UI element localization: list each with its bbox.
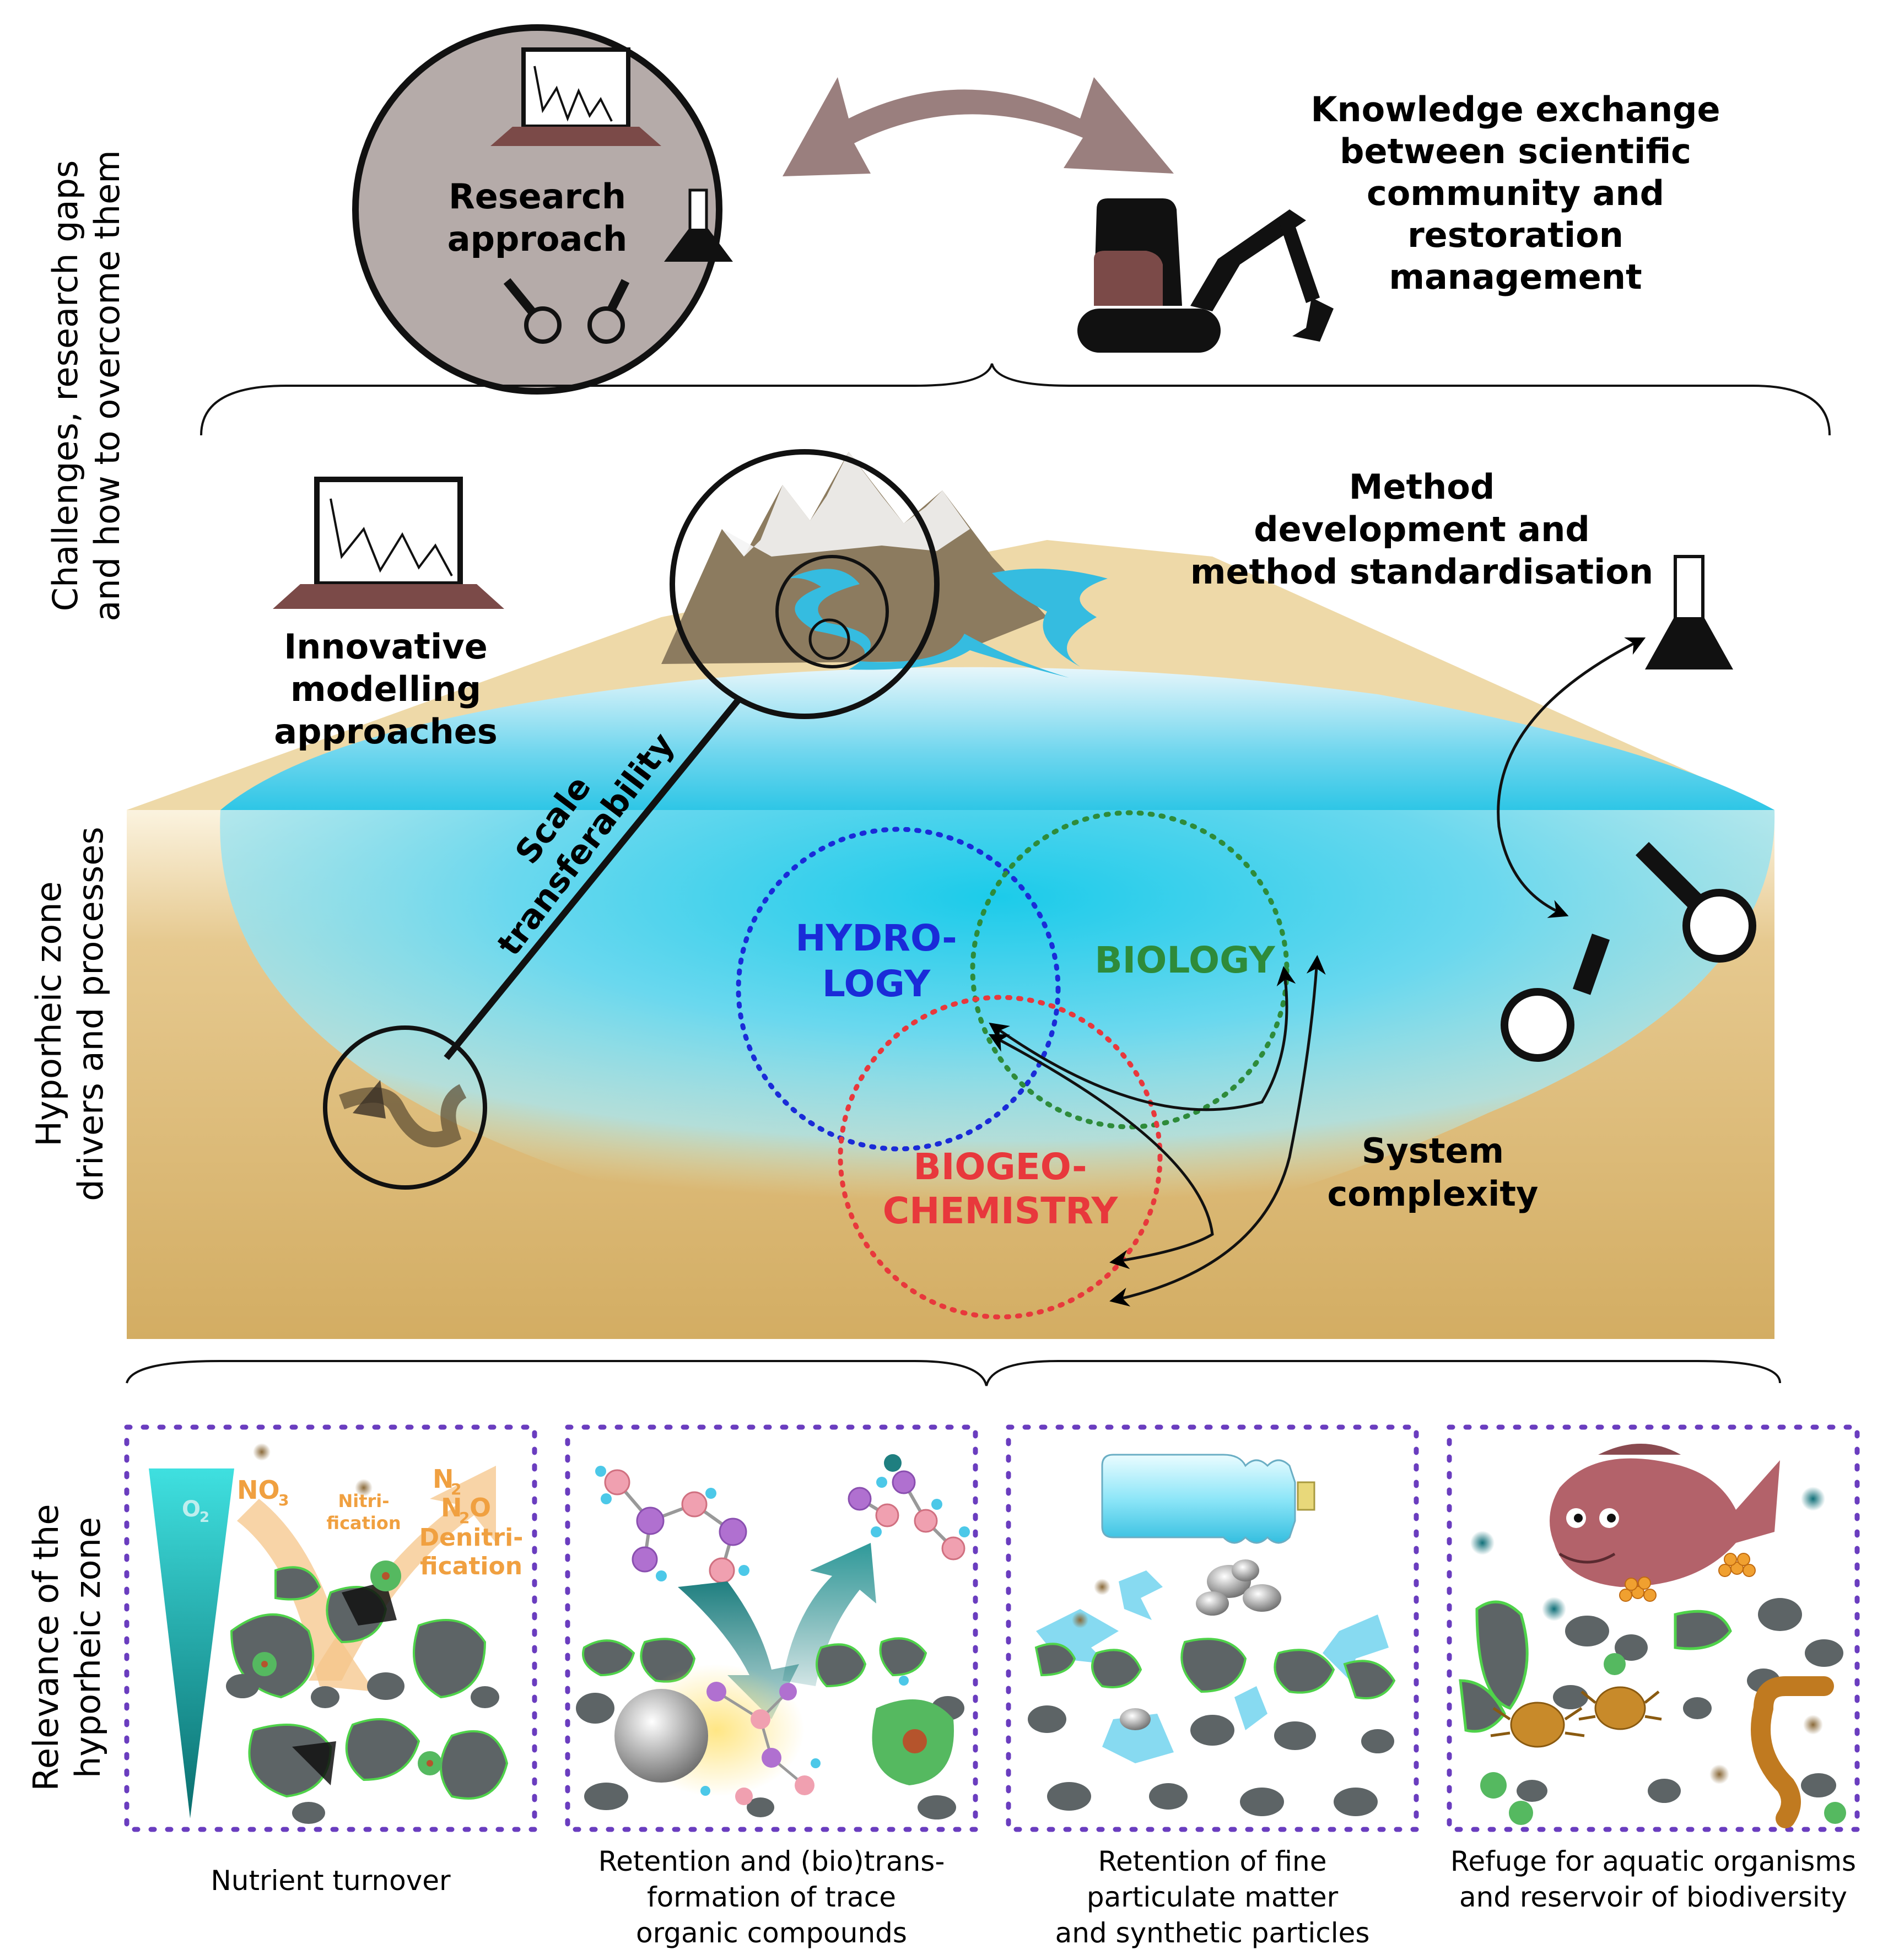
svg-text:N: N xyxy=(441,1493,462,1522)
svg-text:organic compounds: organic compounds xyxy=(636,1917,907,1949)
svg-text:method standardisation: method standardisation xyxy=(1190,552,1653,592)
caption-particulate-matter: Retention of fine particulate matter and… xyxy=(1055,1845,1370,1949)
caption-nutrient-turnover: Nutrient turnover xyxy=(211,1865,451,1897)
svg-text:2: 2 xyxy=(199,1509,209,1526)
exchange-double-arrow xyxy=(783,77,1174,176)
side-label-challenges: Challenges, research gaps and how to ove… xyxy=(45,150,127,621)
svg-text:development and: development and xyxy=(1254,509,1590,549)
svg-text:restoration: restoration xyxy=(1407,215,1623,255)
svg-text:LOGY: LOGY xyxy=(822,963,931,1005)
svg-text:NO: NO xyxy=(237,1475,280,1505)
caption-refuge: Refuge for aquatic organisms and reservo… xyxy=(1450,1845,1856,1913)
svg-text:Nutrient turnover: Nutrient turnover xyxy=(211,1865,451,1897)
svg-text:Nitri-: Nitri- xyxy=(338,1491,389,1511)
magnifier-icon xyxy=(587,279,630,344)
knowledge-exchange-label: Knowledge exchange between scientific co… xyxy=(1310,89,1720,297)
research-label-line2: approach xyxy=(447,219,628,259)
svg-text:BIOGEO-: BIOGEO- xyxy=(914,1146,1087,1188)
svg-text:modelling: modelling xyxy=(290,669,481,709)
svg-text:CHEMISTRY: CHEMISTRY xyxy=(883,1190,1119,1232)
landscape-block xyxy=(127,452,1775,1339)
svg-text:N: N xyxy=(433,1464,454,1494)
scale-line xyxy=(444,698,741,1060)
crab-icon xyxy=(1490,1702,1585,1748)
svg-text:particulate matter: particulate matter xyxy=(1087,1881,1339,1913)
system-complexity-label: System complexity xyxy=(1328,1131,1539,1214)
research-approach-circle: Research approach xyxy=(352,24,733,395)
method-label: Method development and method standardis… xyxy=(1190,467,1653,592)
magnifier-icon xyxy=(503,278,562,344)
svg-text:Challenges, research gaps: Challenges, research gaps xyxy=(45,160,85,612)
panel-refuge xyxy=(1447,1424,1860,1832)
curly-brace-bottom xyxy=(126,1360,1781,1386)
svg-text:hyporheic zone: hyporheic zone xyxy=(68,1517,108,1778)
svg-text:complexity: complexity xyxy=(1328,1174,1539,1214)
svg-text:System: System xyxy=(1362,1131,1504,1171)
svg-text:fication: fication xyxy=(326,1513,401,1534)
biology-label: BIOLOGY xyxy=(1094,939,1276,981)
svg-text:Retention and (bio)trans-: Retention and (bio)trans- xyxy=(598,1845,945,1877)
panel-nutrient-turnover: O 2 NO 3 xyxy=(124,1424,537,1832)
zoom-circle-landscape xyxy=(670,449,940,719)
svg-text:and reservoir of biodiversity: and reservoir of biodiversity xyxy=(1459,1881,1847,1913)
svg-text:2: 2 xyxy=(451,1480,461,1498)
svg-text:HYDRO-: HYDRO- xyxy=(795,917,957,959)
svg-text:and how to overcome them: and how to overcome them xyxy=(87,150,127,621)
laptop-icon xyxy=(273,477,504,609)
svg-text:approaches: approaches xyxy=(274,711,497,752)
svg-text:Knowledge exchange: Knowledge exchange xyxy=(1310,89,1720,129)
modelling-label: Innovative modelling approaches xyxy=(274,627,497,752)
side-label-relevance: Relevance of the hyporheic zone xyxy=(26,1504,108,1791)
research-label-line1: Research xyxy=(449,176,626,217)
svg-text:between scientific: between scientific xyxy=(1340,131,1691,171)
flask-icon xyxy=(664,188,733,262)
side-label-drivers: Hyporheic zone drivers and processes xyxy=(29,827,111,1201)
caption-trace-organics: Retention and (bio)trans- formation of t… xyxy=(598,1845,945,1949)
svg-text:Innovative: Innovative xyxy=(284,627,488,667)
zoom-circle-sediment xyxy=(323,1025,487,1190)
panel-trace-organics xyxy=(565,1424,978,1832)
svg-text:Method: Method xyxy=(1349,467,1495,507)
magnifier-icon xyxy=(1635,841,1756,963)
svg-text:drivers and processes: drivers and processes xyxy=(71,827,111,1201)
svg-text:3: 3 xyxy=(278,1491,289,1509)
svg-text:community and: community and xyxy=(1367,173,1664,213)
flask-icon xyxy=(1645,555,1733,669)
svg-text:Retention of fine: Retention of fine xyxy=(1098,1845,1326,1877)
svg-text:O: O xyxy=(182,1497,201,1522)
svg-text:Hyporheic zone: Hyporheic zone xyxy=(29,881,69,1146)
fish-icon xyxy=(1550,1444,1780,1587)
complexity-arrows xyxy=(988,955,1326,1306)
svg-text:formation of trace: formation of trace xyxy=(647,1881,896,1913)
svg-text:management: management xyxy=(1389,257,1642,297)
hydrology-label: HYDRO- LOGY xyxy=(795,917,957,1005)
svg-text:Relevance of the: Relevance of the xyxy=(26,1504,66,1791)
svg-text:O: O xyxy=(470,1493,491,1522)
laptop-icon xyxy=(490,47,661,146)
curly-brace-top xyxy=(200,363,1831,436)
magnifier-icon xyxy=(1501,933,1610,1062)
svg-text:2: 2 xyxy=(459,1509,470,1527)
panel-particulate-matter xyxy=(1006,1424,1419,1832)
svg-text:Refuge for aquatic organisms: Refuge for aquatic organisms xyxy=(1450,1845,1856,1877)
crab-icon xyxy=(1578,1686,1662,1730)
svg-text:Denitri-: Denitri- xyxy=(419,1524,524,1552)
excavator-icon xyxy=(1077,198,1334,353)
bottle-icon xyxy=(1101,1454,1315,1544)
svg-text:fication: fication xyxy=(420,1552,522,1580)
svg-text:and synthetic particles: and synthetic particles xyxy=(1055,1917,1370,1949)
method-arrow xyxy=(1497,637,1646,918)
